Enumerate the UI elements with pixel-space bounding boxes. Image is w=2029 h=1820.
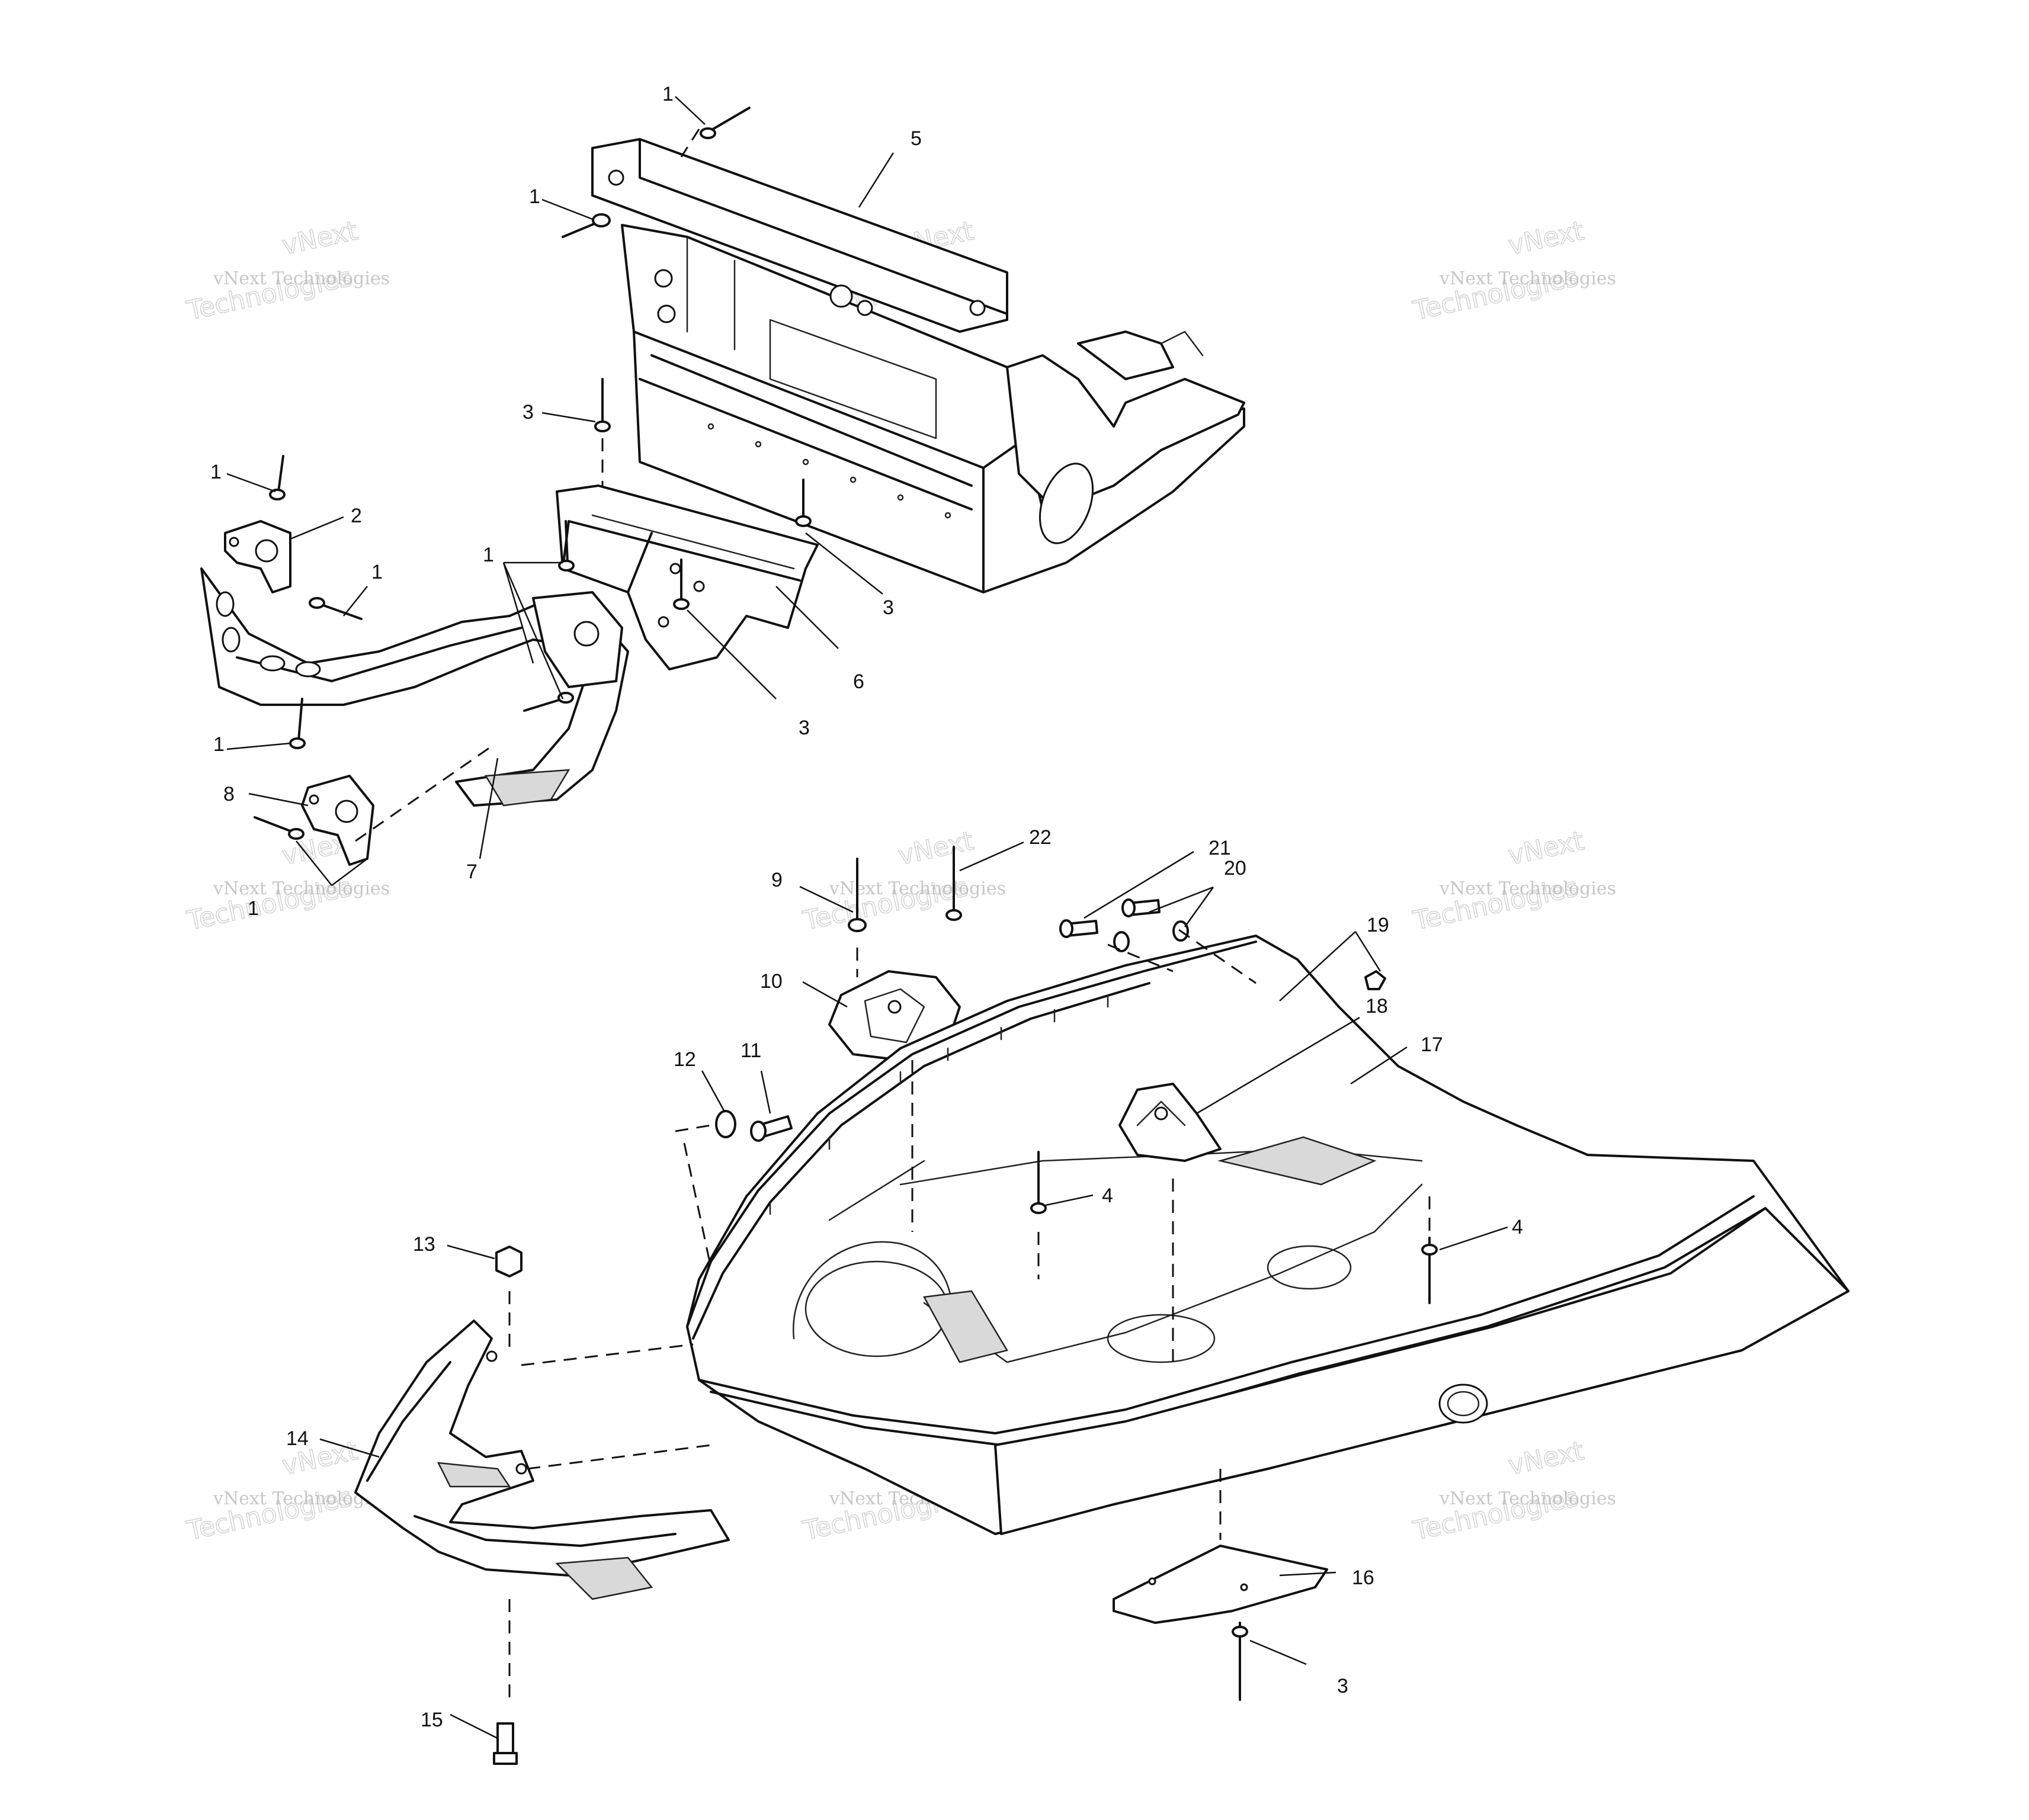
callout-label: 1	[248, 897, 259, 920]
part-5-front-frame	[591, 138, 1245, 593]
part-6-center-bracket	[556, 484, 819, 670]
callout-label: 3	[523, 401, 534, 423]
callout-label: 1	[529, 185, 540, 208]
callout-label: 1	[371, 561, 383, 583]
alignment-lines	[355, 129, 1431, 1706]
watermark: vNext Technologies vNext Technologies	[184, 215, 390, 326]
watermark: vNext Technologies vNext Technologies	[1410, 825, 1616, 936]
callout-label: 20	[1224, 857, 1246, 879]
watermark-line2a: vNext	[1506, 1436, 1586, 1481]
callout-label: 19	[1367, 914, 1389, 936]
callout-label: 3	[799, 717, 810, 739]
callout-label: 17	[1421, 1033, 1443, 1056]
watermark-line1: vNext Technologies	[1439, 878, 1616, 899]
watermark: vNext Technologies vNext Technologies	[1410, 215, 1616, 326]
watermark-line1: vNext Technologies	[1439, 268, 1616, 289]
callout-label: 22	[1029, 826, 1052, 849]
callout-label: 1	[210, 461, 222, 483]
callout-labels: 1 5 1 3 1 2 1 1 3 6 3 1 8 7 1 22 9 21 20…	[210, 83, 1523, 1731]
watermark: vNext Technologies vNext Technologies	[800, 825, 1006, 936]
callout-label: 14	[286, 1427, 309, 1450]
callout-label: 1	[213, 733, 225, 756]
watermark-line1: vNext Technologies	[213, 268, 390, 289]
watermark-line1: vNext Technologies	[213, 878, 390, 899]
callout-label: 7	[466, 861, 477, 883]
part-7-front-bumper-arm	[200, 567, 629, 807]
watermark-line2a: vNext	[280, 216, 360, 261]
part-16-skid-plate	[1113, 1545, 1328, 1624]
callout-label: 5	[911, 127, 922, 150]
fasteners-lower	[493, 1151, 1438, 1765]
callout-label: 9	[771, 869, 783, 891]
callout-label: 1	[662, 83, 674, 105]
callout-label: 6	[853, 670, 864, 693]
callout-label: 10	[760, 970, 783, 993]
watermark-line2a: vNext	[1506, 216, 1586, 261]
watermark-line2a: vNext	[896, 826, 976, 871]
part-2-upper-bracket	[224, 520, 291, 593]
callout-label: 2	[351, 505, 362, 527]
watermark: vNext Technologies vNext Technologies	[1410, 1435, 1616, 1546]
fasteners-upper	[254, 107, 812, 840]
callout-label: 13	[413, 1233, 435, 1256]
watermark-line2a: vNext	[1506, 826, 1586, 871]
callout-label: 3	[1337, 1675, 1348, 1697]
part-17-nose-pan	[686, 935, 1850, 1535]
part-18-mount-bracket	[1118, 1083, 1222, 1162]
part-8-lower-bracket	[301, 775, 374, 866]
callout-label: 18	[1366, 995, 1388, 1017]
part-14-lower-bumper	[354, 1320, 730, 1600]
callout-label: 8	[223, 783, 235, 805]
callout-label: 21	[1209, 837, 1231, 859]
callout-label: 11	[741, 1039, 761, 1062]
callout-label: 16	[1352, 1567, 1374, 1589]
callout-label: 12	[674, 1048, 696, 1071]
callout-label: 3	[883, 596, 894, 619]
watermark-line1: vNext Technologies	[1439, 1488, 1616, 1509]
leader-lines	[226, 96, 1508, 1739]
callout-label: 4	[1102, 1185, 1113, 1207]
callout-label: 1	[483, 544, 494, 566]
callout-label: 4	[1512, 1216, 1523, 1238]
fasteners-mount	[715, 846, 1386, 1142]
callout-label: 15	[421, 1709, 443, 1731]
